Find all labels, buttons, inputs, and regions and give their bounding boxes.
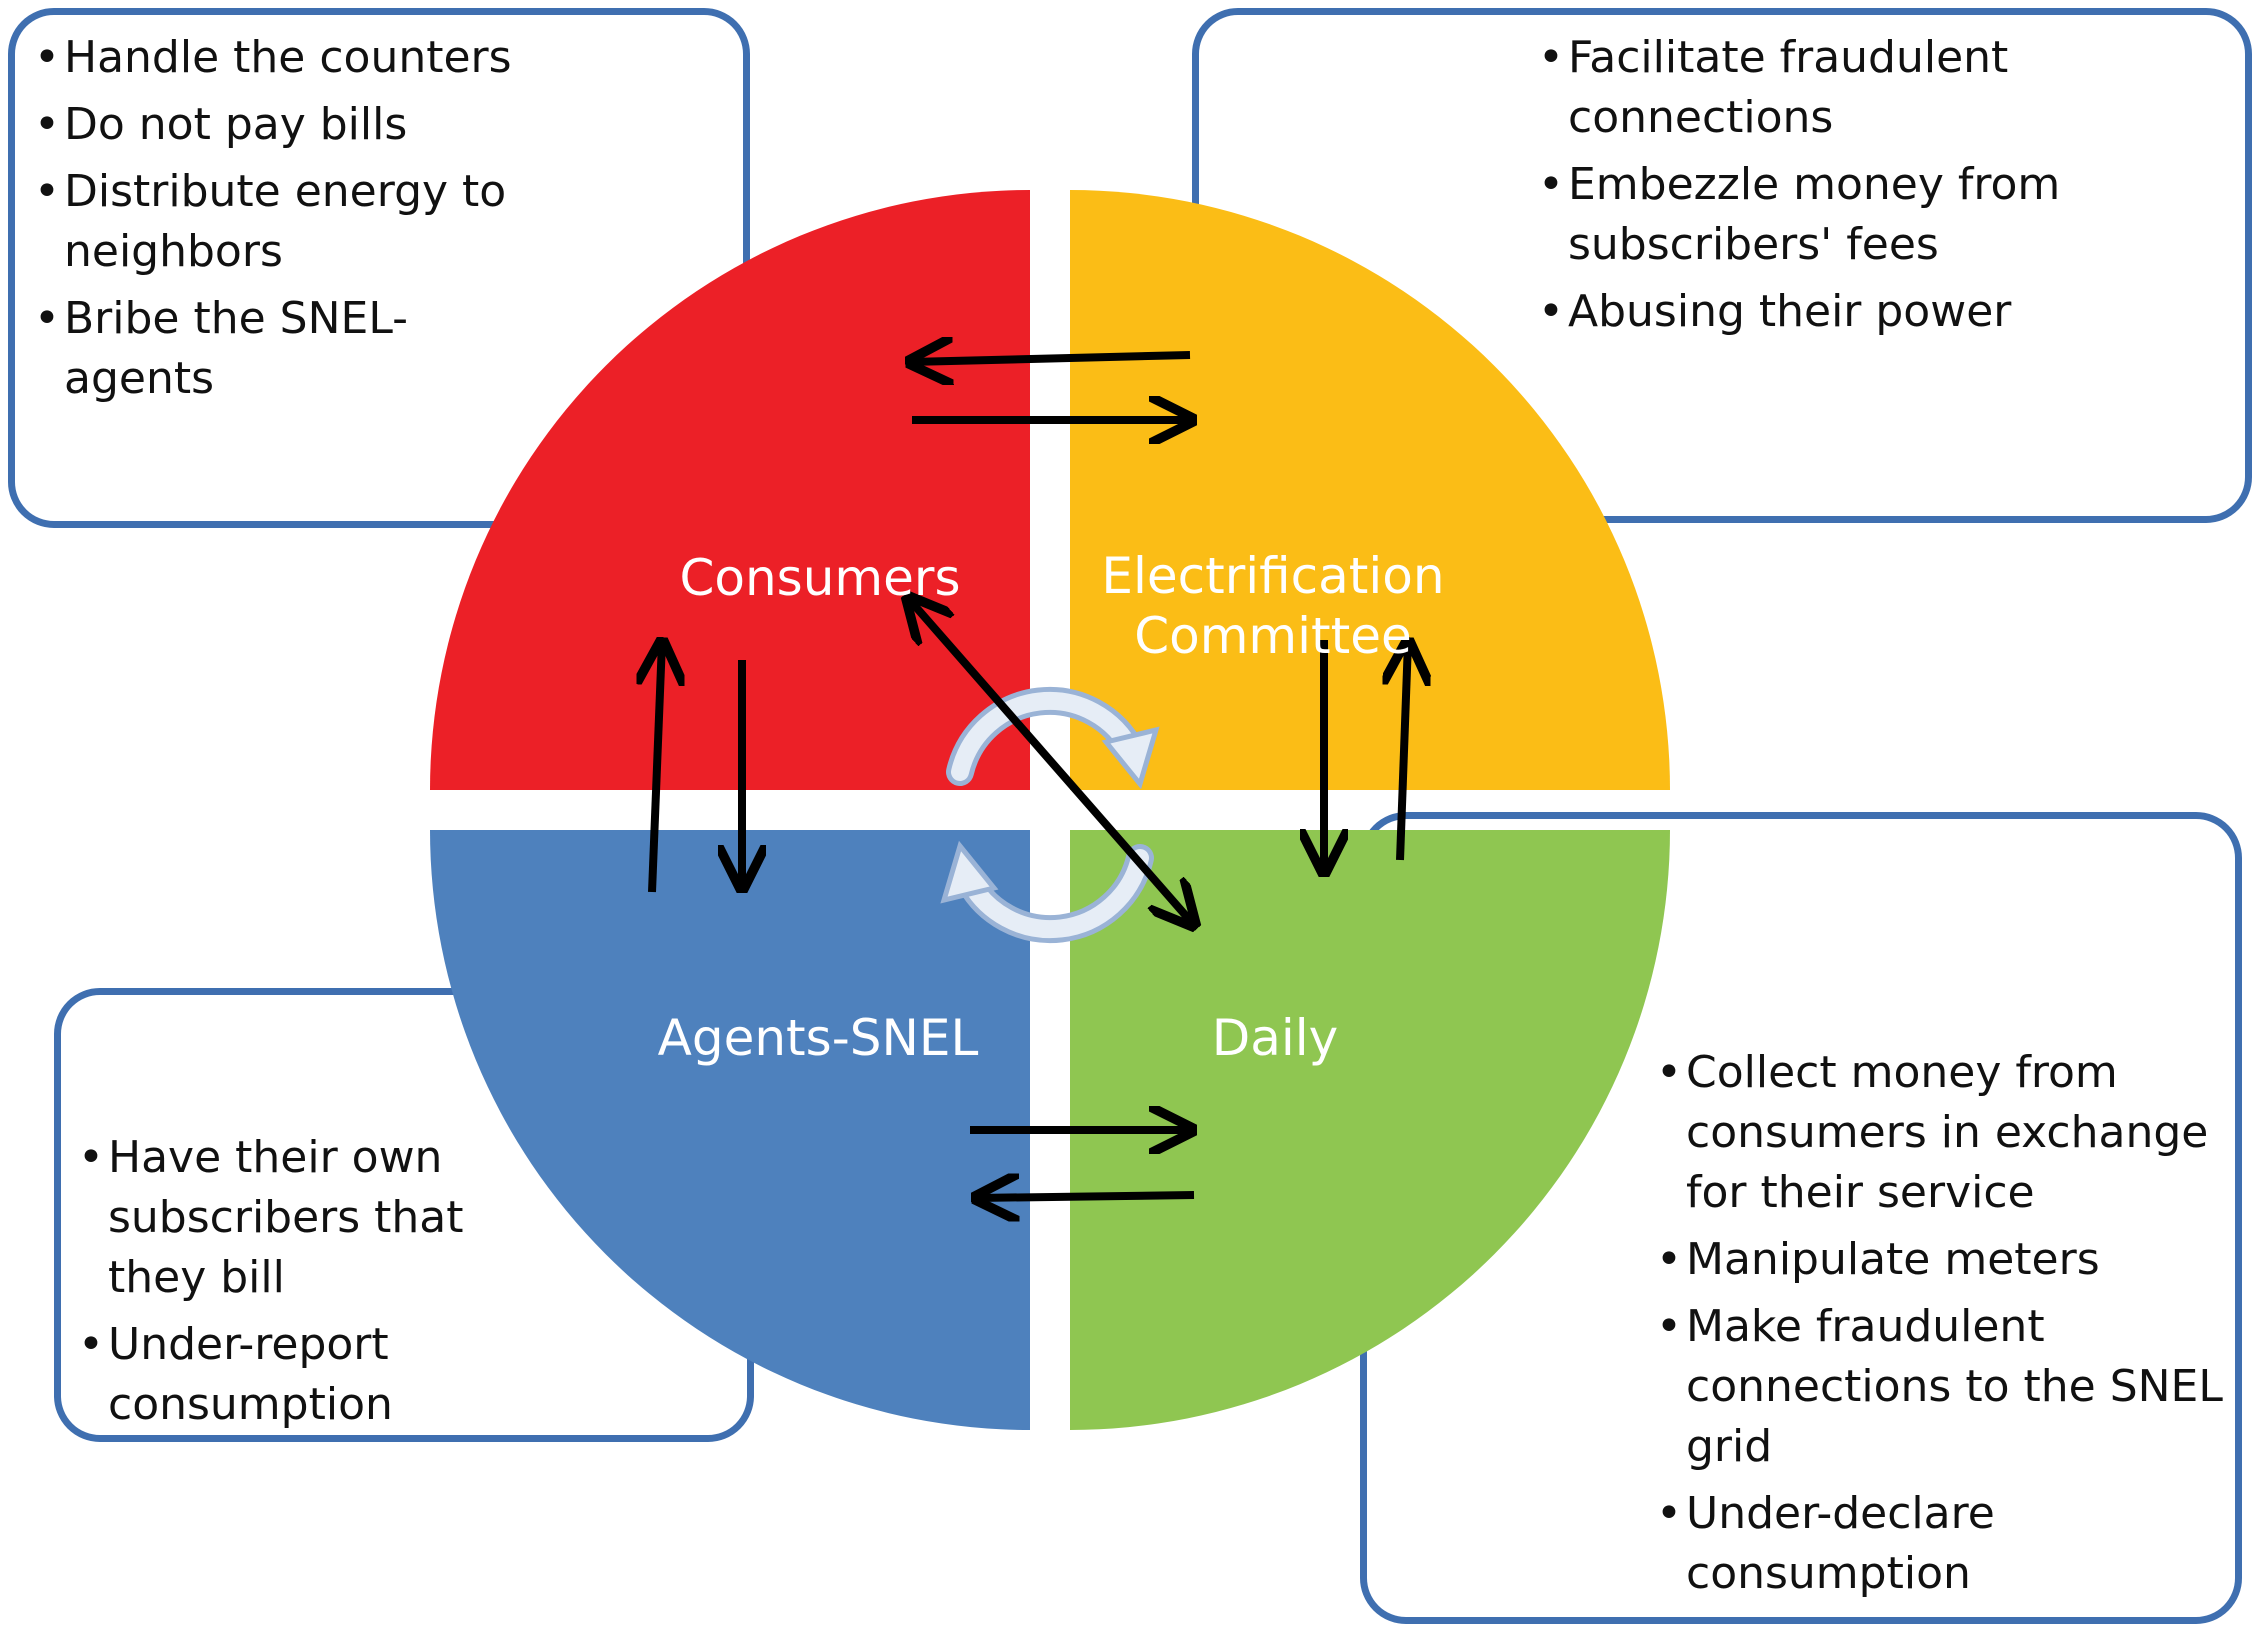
list-item: Facilitate fraudulent connections (1538, 28, 2098, 148)
daily-label: Daily (1211, 1009, 1339, 1067)
list-item: Manipulate meters (1656, 1230, 2226, 1290)
list-item: Make fraudulent connections to the SNEL … (1656, 1297, 2226, 1477)
cycle-icon (940, 686, 1160, 944)
consumers-behaviors-list: Handle the counters Do not pay bills Dis… (34, 28, 554, 416)
arrow-daily-to-committee (1400, 642, 1408, 861)
list-item: Do not pay bills (34, 95, 554, 155)
committee-label-line2: Committee (1134, 607, 1412, 665)
list-item: Distribute energy to neighbors (34, 162, 554, 282)
list-item: Have their own subscribers that they bil… (78, 1128, 498, 1308)
list-item: Collect money from consumers in exchange… (1656, 1043, 2226, 1223)
list-item: Bribe the SNEL-agents (34, 289, 554, 409)
committee-label-line1: Electrification (1101, 547, 1445, 605)
list-item: Abusing their power (1538, 282, 2098, 342)
arrow-daily-to-agents (976, 1195, 1195, 1198)
arrow-consumers-daily-bidirectional (908, 598, 1194, 925)
committee-behaviors-list: Facilitate fraudulent connections Embezz… (1538, 28, 2098, 349)
list-item: Embezzle money from subscribers' fees (1538, 155, 2098, 275)
agents-quadrant (430, 830, 1030, 1430)
consumers-quadrant (430, 190, 1030, 790)
agents-behaviors-list: Have their own subscribers that they bil… (78, 1128, 498, 1442)
list-item: Handle the counters (34, 28, 554, 88)
daily-quadrant (1070, 830, 1670, 1430)
arrow-agents-to-consumers (652, 642, 662, 893)
agents-label: Agents-SNEL (657, 1009, 979, 1067)
consumers-label: Consumers (679, 549, 961, 607)
committee-quadrant (1070, 190, 1670, 790)
arrow-committee-to-consumers (910, 355, 1191, 362)
daily-behaviors-list: Collect money from consumers in exchange… (1656, 1043, 2226, 1611)
list-item: Under-declare consumption (1656, 1484, 2226, 1604)
list-item: Under-report consumption (78, 1315, 498, 1435)
committee-label: Electrification Committee (1068, 546, 1478, 666)
